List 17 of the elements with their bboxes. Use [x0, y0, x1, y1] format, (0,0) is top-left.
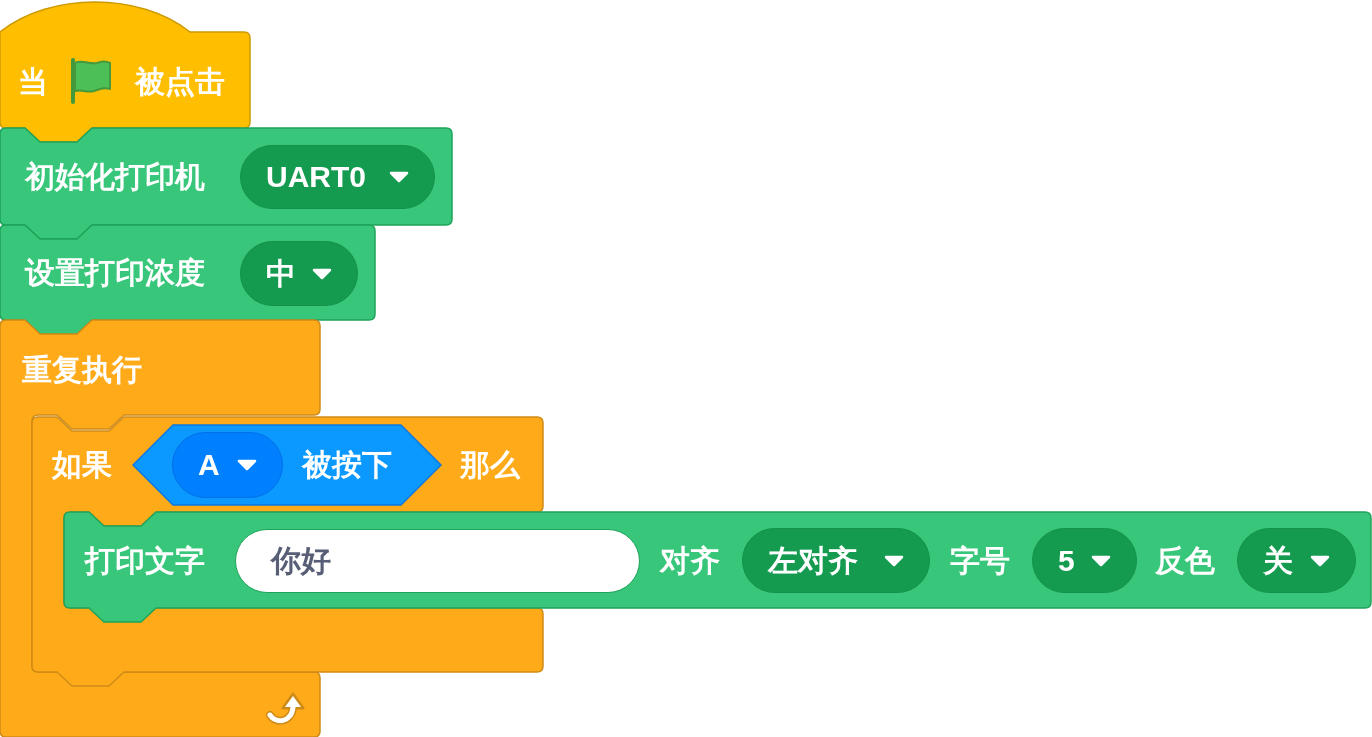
- command-block: [64, 512, 1371, 622]
- block-label: 被按下: [302, 450, 392, 480]
- block-label: 当: [18, 67, 48, 97]
- block-label: 重复执行: [22, 355, 142, 385]
- condition-hexagon: [133, 425, 441, 505]
- block-label: 打印文字: [85, 546, 205, 576]
- block-label: 字号: [950, 546, 1010, 576]
- block-label: 对齐: [660, 546, 720, 576]
- block-label: 设置打印浓度: [25, 258, 205, 288]
- block-label: 初始化打印机: [25, 162, 205, 192]
- block-label: 如果: [52, 450, 112, 480]
- text-input: 你好: [235, 529, 640, 593]
- block-label: 反色: [1155, 546, 1215, 576]
- dropdown: 左对齐: [742, 528, 930, 593]
- dropdown: UART0: [240, 145, 435, 209]
- block-label: 那么: [460, 450, 520, 480]
- block-label: 被点击: [135, 67, 225, 97]
